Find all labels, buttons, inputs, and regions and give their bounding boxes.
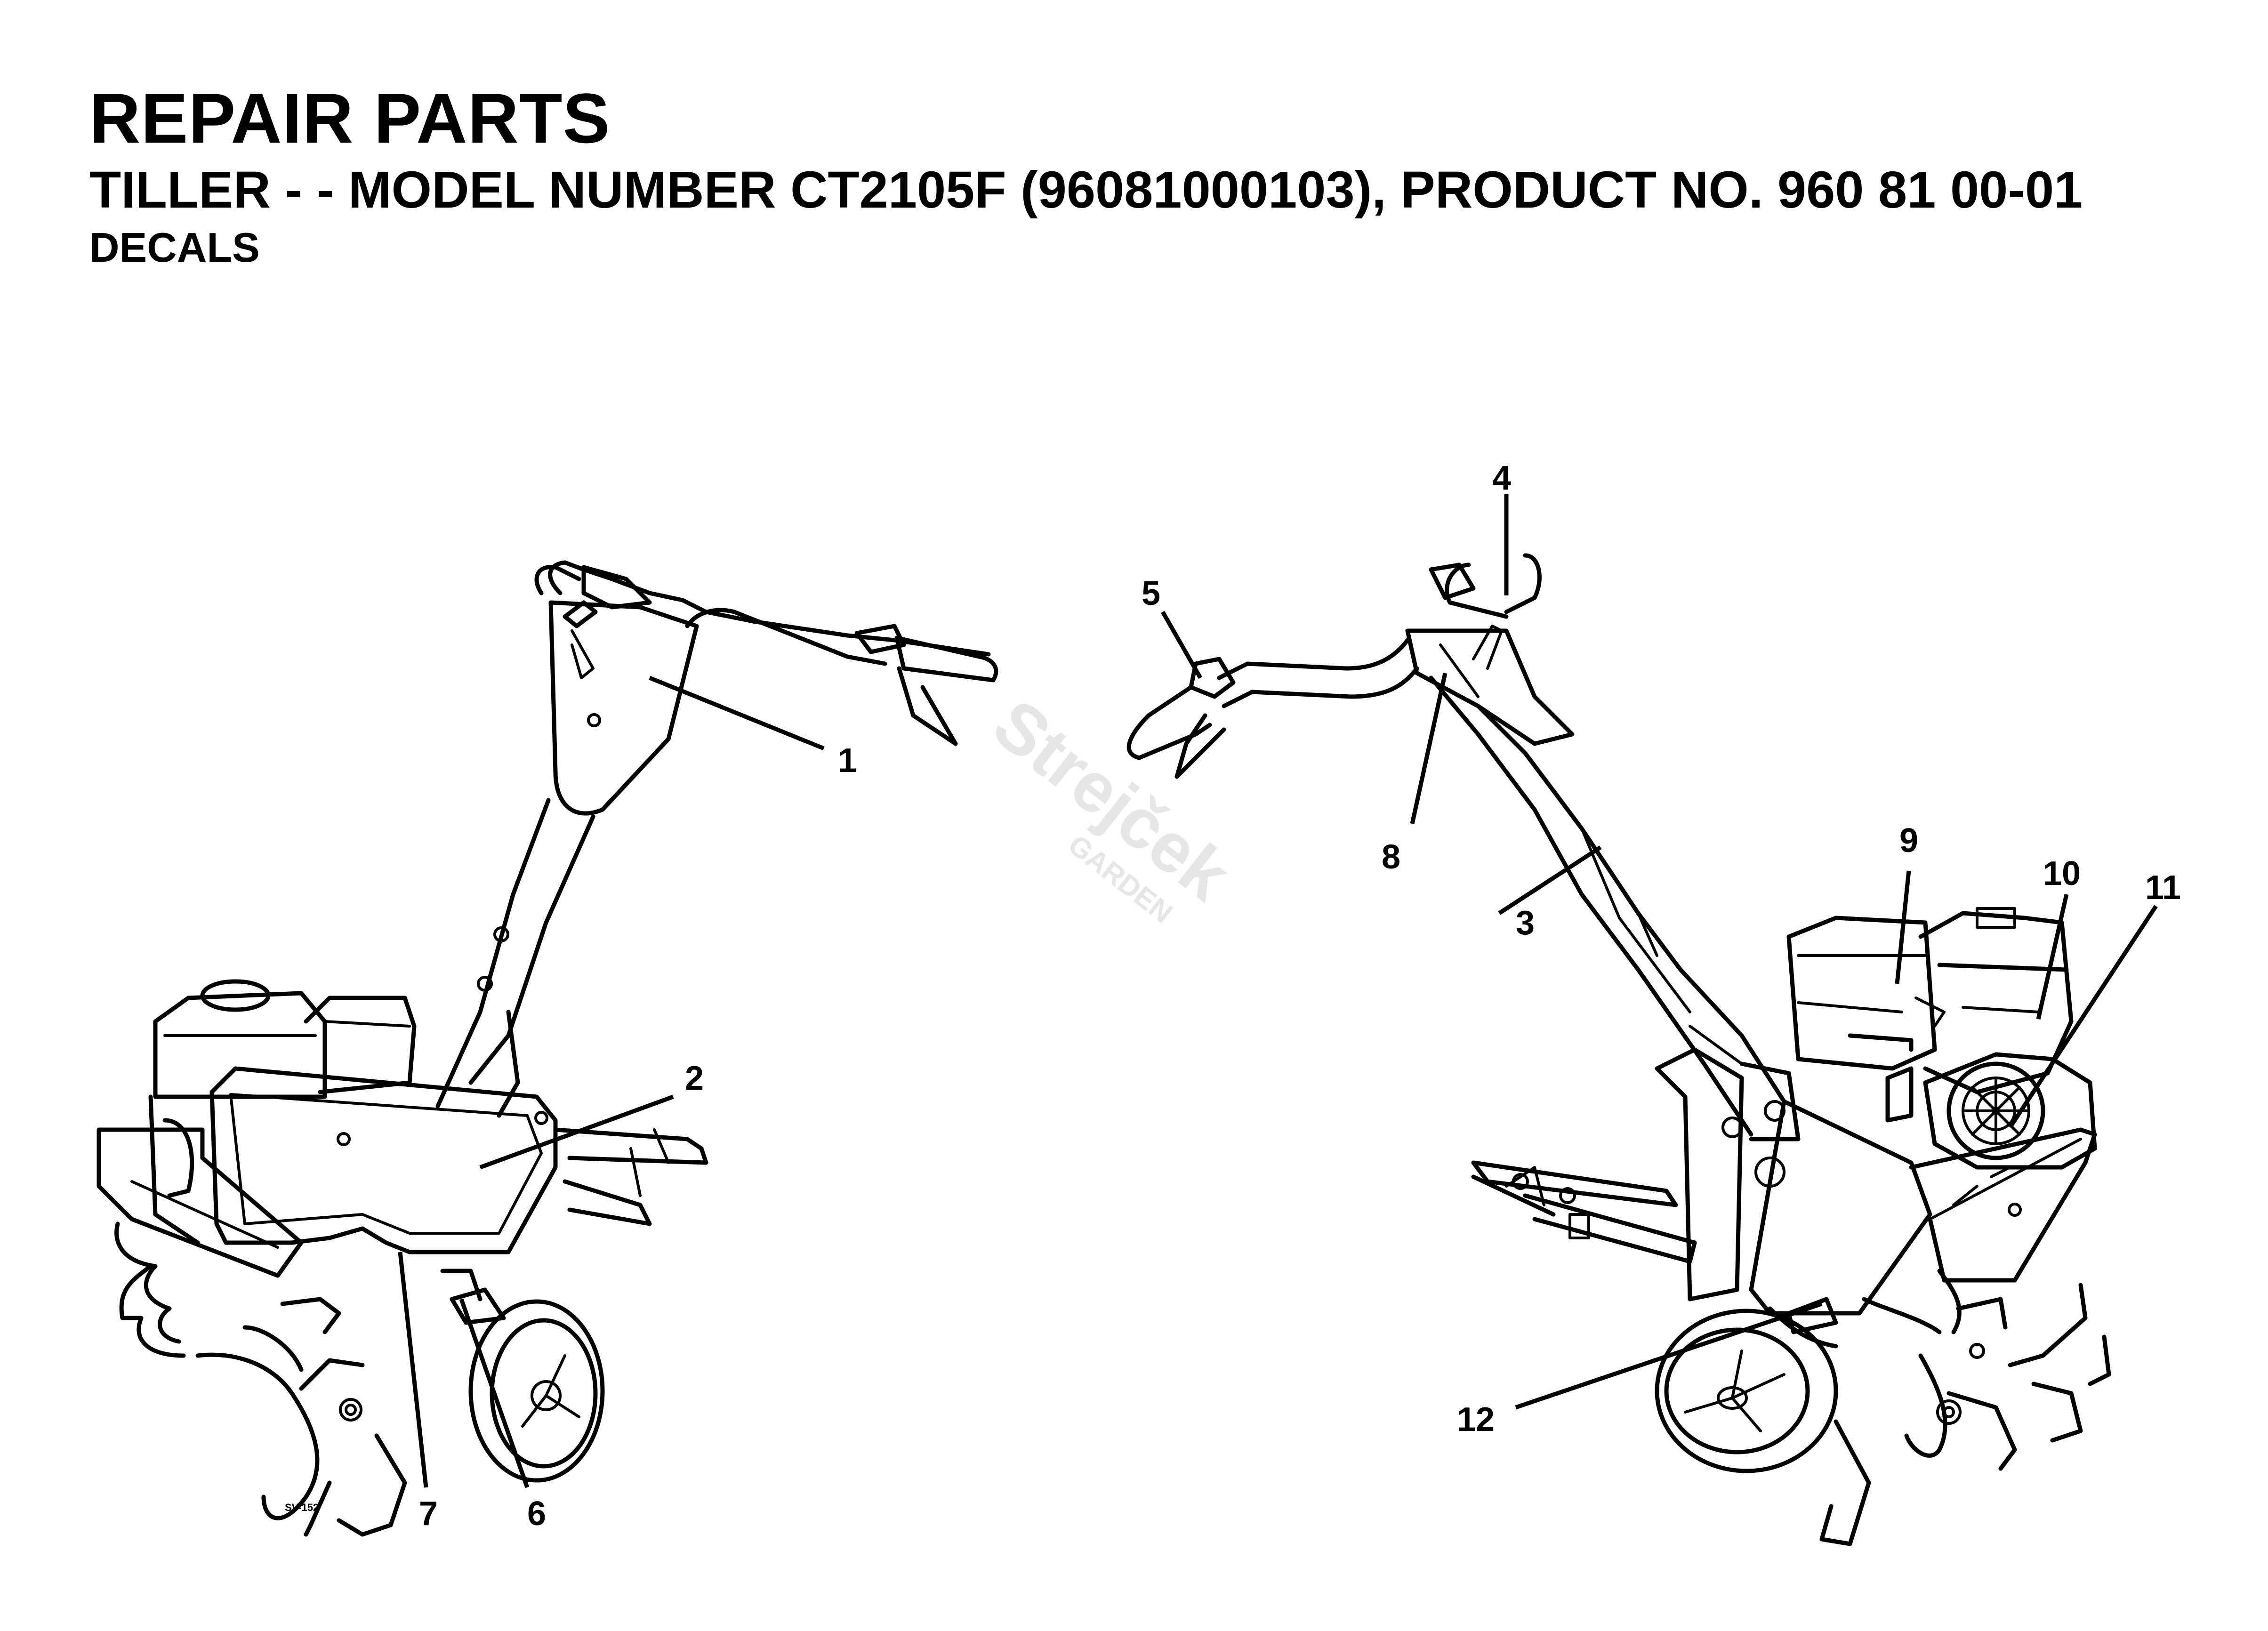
right-tiller-illustration [1126,553,2111,1546]
callout-5: 5 [1142,575,1160,612]
callout-1: 1 [838,742,857,779]
callout-8: 8 [1382,838,1400,876]
callout-12: 12 [1457,1401,1495,1438]
callout-4: 4 [1492,459,1511,497]
drawing-code: SV-152 [285,1502,319,1513]
callout-7: 7 [419,1495,438,1533]
callout-leaders [398,494,2158,1488]
page-title: REPAIR PARTS [89,79,611,158]
callout-10: 10 [2043,855,2081,892]
callout-3: 3 [1516,904,1535,942]
callout-6: 6 [527,1495,546,1533]
left-tiller-illustration: SV-152 [97,560,998,1537]
model-subtitle: TILLER - - MODEL NUMBER CT2105F (9608100… [89,161,2083,219]
callout-2: 2 [685,1060,704,1097]
callout-9: 9 [1899,822,1918,860]
callout-numbers: 1 2 3 4 5 6 7 8 9 10 11 12 [419,459,2181,1533]
section-title: DECALS [89,224,260,271]
callout-11: 11 [2145,869,2181,907]
